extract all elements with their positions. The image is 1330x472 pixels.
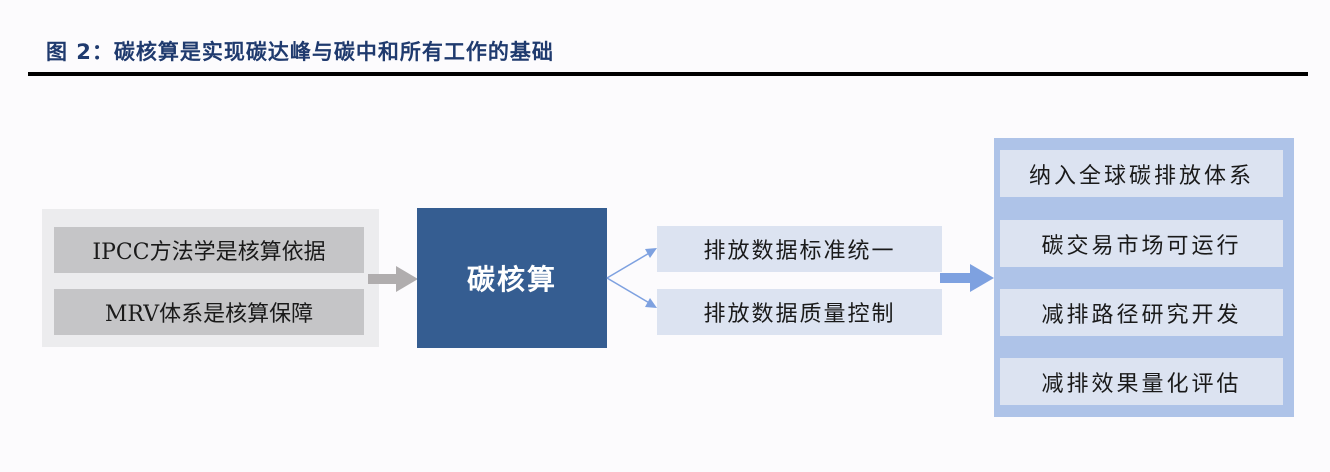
figure-title: 图 2：碳核算是实现碳达峰与碳中和所有工作的基础 bbox=[46, 40, 554, 64]
outcome-item: 排放数据标准统一 bbox=[657, 226, 942, 272]
title-rule bbox=[28, 72, 1308, 76]
input-item: IPCC方法学是核算依据 bbox=[54, 227, 364, 273]
application-item: 减排路径研究开发 bbox=[1000, 289, 1283, 336]
blue-arrow-icon bbox=[940, 264, 994, 292]
application-item: 碳交易市场可运行 bbox=[1000, 220, 1283, 267]
gray-arrow-icon bbox=[368, 266, 418, 292]
application-item: 纳入全球碳排放体系 bbox=[1000, 150, 1283, 197]
applications-panel: 纳入全球碳排放体系 碳交易市场可运行 减排路径研究开发 减排效果量化评估 bbox=[994, 138, 1294, 417]
inputs-panel: IPCC方法学是核算依据 MRV体系是核算保障 bbox=[42, 209, 379, 347]
input-item: MRV体系是核算保障 bbox=[54, 289, 364, 335]
outcome-item: 排放数据质量控制 bbox=[657, 289, 942, 335]
fork-arrows-icon bbox=[606, 248, 657, 308]
core-node: 碳核算 bbox=[417, 208, 607, 348]
application-item: 减排效果量化评估 bbox=[1000, 358, 1283, 405]
